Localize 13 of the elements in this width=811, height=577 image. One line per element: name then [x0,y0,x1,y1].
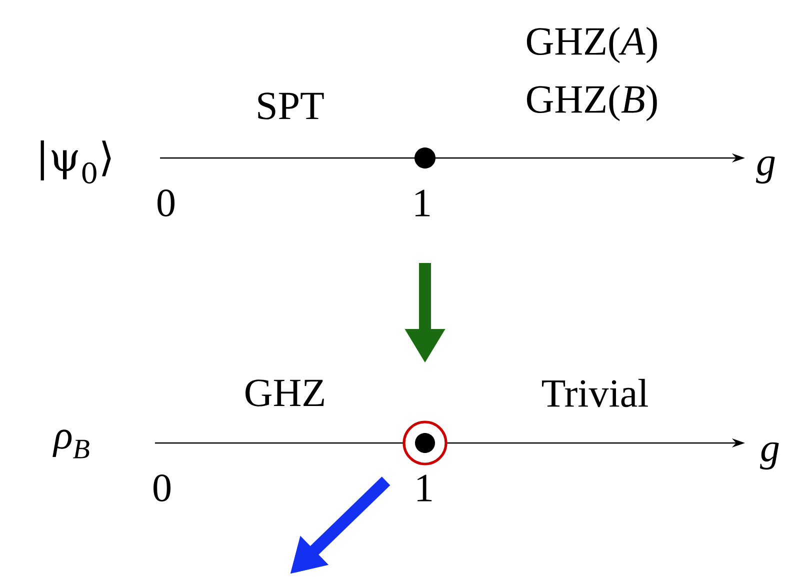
label: SPT [258,92,324,120]
label: GHZ(B) [527,84,657,122]
label: 1 [416,190,430,216]
label: |ψ$_{0}$⟩ [40,140,111,184]
label: 0 [154,474,170,502]
label: g [756,156,775,184]
label: g [760,442,779,470]
label: 1 [418,474,432,502]
label: GHZ [246,380,324,406]
label: 0 [158,190,174,216]
label: GHZ(A) [526,26,657,64]
label: ρ$_{B}$ [52,430,90,458]
label: Trivial [542,378,648,408]
